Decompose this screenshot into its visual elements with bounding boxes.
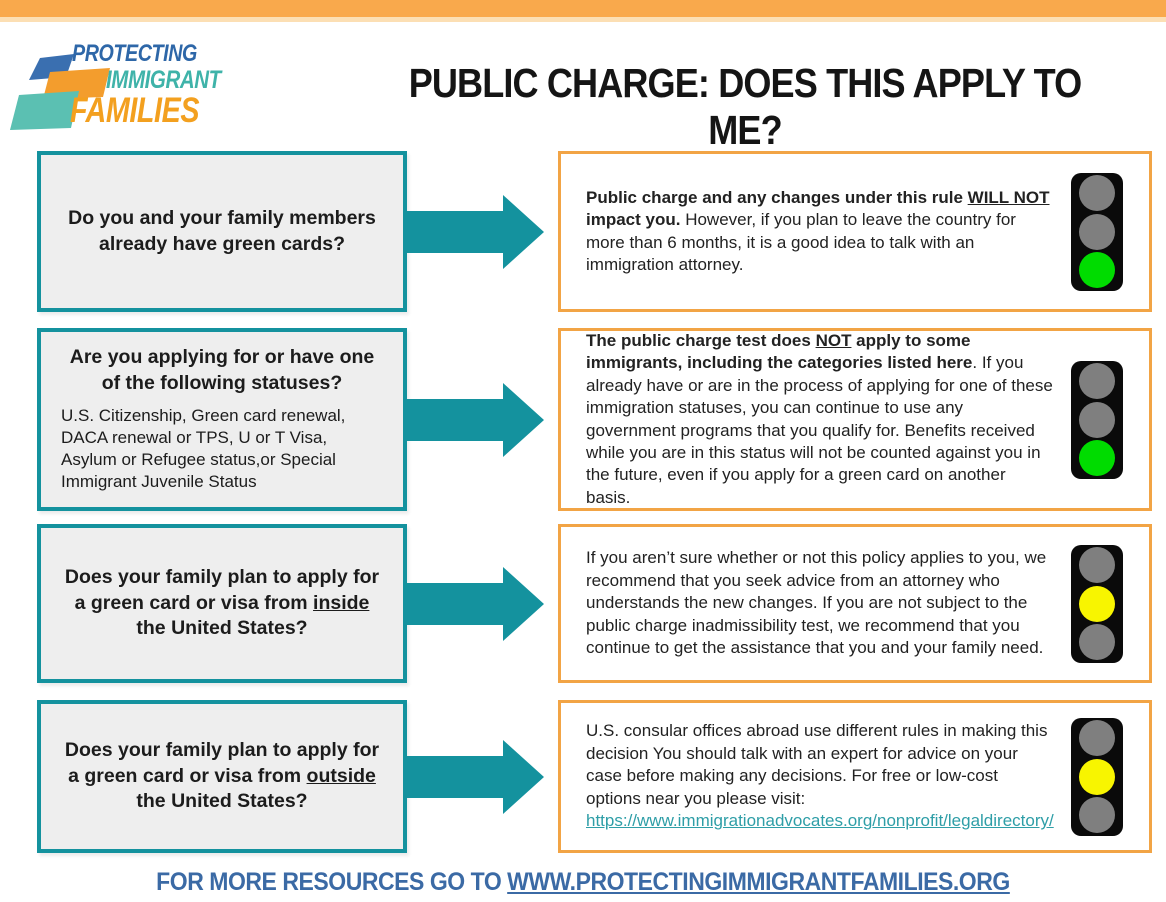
green-lamp <box>1079 252 1115 288</box>
answer-text: Public charge and any changes under this… <box>586 187 1050 274</box>
row-statuses: Are you applying for or have one of the … <box>0 328 1166 511</box>
green-lamp <box>1079 440 1115 476</box>
right-arrow-icon <box>407 382 544 457</box>
question-text: Are you applying for or have one of the … <box>69 346 375 394</box>
right-arrow-icon <box>407 739 544 814</box>
answer-box-inside-us: If you aren’t sure whether or not this p… <box>558 524 1152 683</box>
right-arrow-icon <box>407 194 544 269</box>
gray-lamp <box>1079 363 1115 399</box>
question-box-inside-us: Does your family plan to apply for a gre… <box>37 524 407 683</box>
gray-lamp <box>1079 401 1115 438</box>
traffic-light-yellow-icon <box>1071 717 1123 836</box>
page-title: PUBLIC CHARGE: DOES THIS APPLY TO ME? <box>408 60 1083 153</box>
question-box-statuses: Are you applying for or have one of the … <box>37 328 407 511</box>
footer-text: FOR MORE RESOURCES GO TO <box>156 868 508 896</box>
top-orange-bar <box>0 0 1166 22</box>
question-text: Do you and your family members already h… <box>68 207 376 255</box>
question-box-green-cards: Do you and your family members already h… <box>37 151 407 312</box>
question-box-outside-us: Does your family plan to apply for a gre… <box>37 700 407 853</box>
gray-lamp <box>1079 213 1115 250</box>
pif-logo: PROTECTING IMMIGRANT FAMILIES <box>8 38 258 140</box>
answer-box-statuses: The public charge test does NOT apply to… <box>558 328 1152 511</box>
logo-trapezoids-icon <box>10 54 110 130</box>
traffic-light-green-icon <box>1071 360 1123 479</box>
answer-text: If you aren’t sure whether or not this p… <box>586 548 1047 658</box>
answer-text: U.S. consular offices abroad use differe… <box>586 721 1054 831</box>
logo-word-immigrant: IMMIGRANT <box>106 66 221 94</box>
answer-link[interactable]: https://www.immigrationadvocates.org/non… <box>586 811 1054 831</box>
question-subtext: U.S. Citizenship, Green card renewal, DA… <box>61 406 346 492</box>
answer-text: The public charge test does NOT apply to… <box>586 330 1053 507</box>
yellow-lamp <box>1079 758 1115 795</box>
row-green-cards: Do you and your family members already h… <box>0 151 1166 312</box>
question-text: Does your family plan to apply for a gre… <box>64 739 380 813</box>
gray-lamp <box>1079 797 1115 833</box>
traffic-light-yellow-icon <box>1071 544 1123 663</box>
row-outside-us: Does your family plan to apply for a gre… <box>0 700 1166 853</box>
answer-box-outside-us: U.S. consular offices abroad use differe… <box>558 700 1152 853</box>
row-inside-us: Does your family plan to apply for a gre… <box>0 524 1166 683</box>
gray-lamp <box>1079 547 1115 583</box>
answer-box-green-cards: Public charge and any changes under this… <box>558 151 1152 312</box>
right-arrow-icon <box>407 566 544 641</box>
gray-lamp <box>1079 720 1115 756</box>
footer-link[interactable]: WWW.PROTECTINGIMMIGRANTFAMILIES.ORG <box>507 868 1010 896</box>
gray-lamp <box>1079 624 1115 660</box>
yellow-lamp <box>1079 585 1115 622</box>
gray-lamp <box>1079 175 1115 211</box>
logo-word-families: FAMILIES <box>70 91 200 130</box>
question-text: Does your family plan to apply for a gre… <box>64 566 380 640</box>
footer-resources: FOR MORE RESOURCES GO TO WWW.PROTECTINGI… <box>47 868 1120 897</box>
traffic-light-green-icon <box>1071 172 1123 291</box>
logo-word-protecting: PROTECTING <box>72 40 197 67</box>
